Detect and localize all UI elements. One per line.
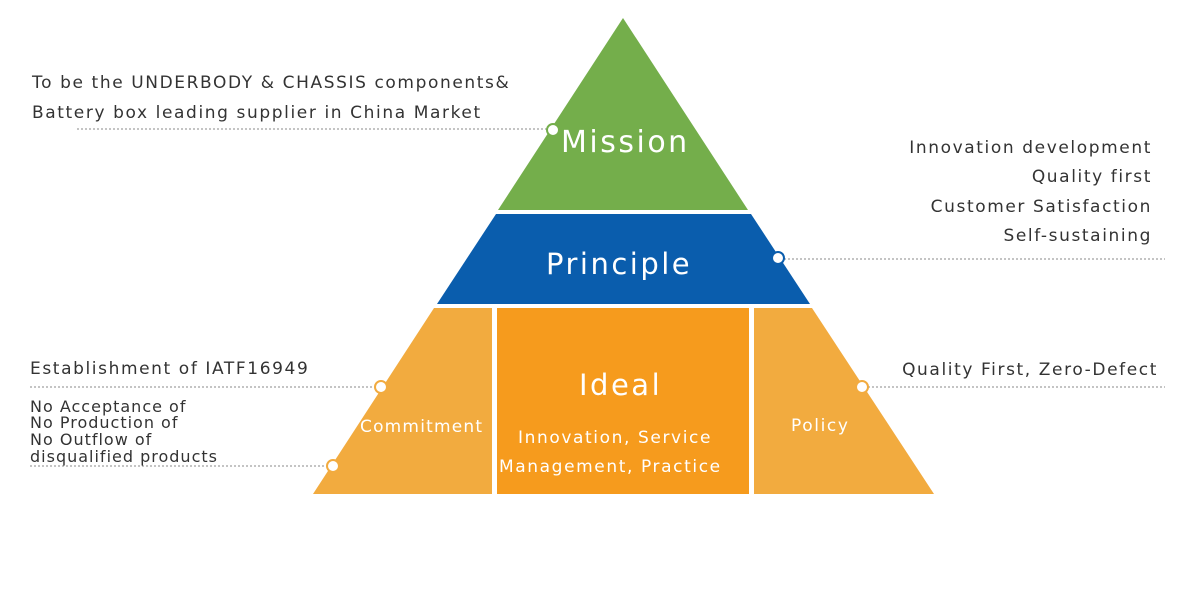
principle-label: Principle	[546, 247, 693, 281]
policy-note: Quality First, Zero-Defect	[902, 360, 1158, 380]
principle-note-line-3: Customer Satisfaction	[930, 197, 1152, 217]
commitment-note-line-4: disqualified products	[30, 447, 218, 466]
commitment-note-top: Establishment of IATF16949	[30, 359, 310, 379]
principle-note-line-2: Quality first	[1031, 167, 1152, 187]
policy-connector-dot	[855, 380, 869, 394]
policy-label: Policy	[791, 416, 850, 436]
policy-block	[754, 308, 934, 494]
mission-label: Mission	[561, 125, 690, 160]
commitment-bottom-connector-dot	[326, 459, 340, 473]
commitment-top-connector-dot	[374, 380, 388, 394]
ideal-label: Ideal	[579, 368, 663, 402]
principle-connector-dot	[771, 251, 785, 265]
principle-note-line-4: Self-sustaining	[1003, 226, 1152, 246]
ideal-sub-line-1: Innovation, Service	[518, 428, 713, 448]
principle-note-line-1: Innovation development	[909, 138, 1152, 158]
commitment-note-line-1: No Acceptance of	[30, 397, 187, 416]
ideal-block	[497, 308, 749, 494]
mission-tier	[498, 18, 748, 210]
principle-tier	[437, 214, 810, 304]
mission-note-line-2: Battery box leading supplier in China Ma…	[32, 103, 482, 123]
ideal-sub-line-2: Management, Practice	[499, 457, 722, 477]
commitment-label: Commitment	[360, 417, 484, 437]
commitment-note-line-2: No Production of	[30, 413, 179, 432]
commitment-block	[313, 308, 492, 494]
mission-connector-dot	[546, 123, 560, 137]
commitment-note-line-3: No Outflow of	[30, 430, 153, 449]
mission-note-line-1: To be the UNDERBODY & CHASSIS components…	[32, 73, 511, 93]
